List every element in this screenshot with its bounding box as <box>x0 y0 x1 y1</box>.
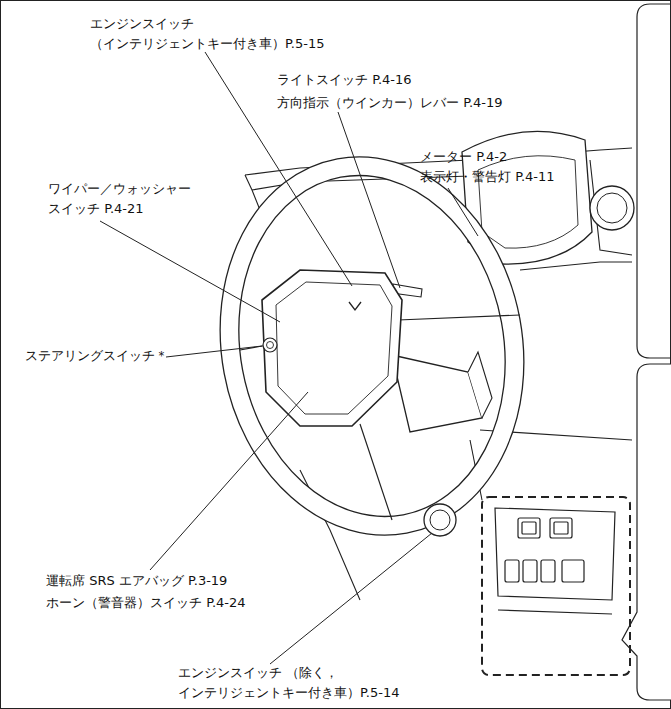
steering-switch-inner <box>267 342 274 349</box>
part-label: エンジンスイッチ （インテリジェントキー付き車）P.5-15 <box>90 14 380 54</box>
steering-switch <box>263 338 277 352</box>
part-label: 運転席 SRS エアバッグ P.3-19 <box>46 571 227 591</box>
steering-wheel <box>200 142 543 549</box>
part-label: ステアリングスイッチ＊ <box>25 346 168 366</box>
airbag-hub <box>262 270 402 426</box>
air-vent <box>590 186 634 230</box>
emblem <box>349 302 361 310</box>
airbag-pad <box>276 282 392 414</box>
part-label: ホーン（警音器）スイッチ P.4-24 <box>46 593 246 613</box>
part-label: ライトスイッチ P.4-16 <box>277 70 412 90</box>
air-vent-inner <box>597 193 627 223</box>
column-cover <box>468 352 492 418</box>
part-label: エンジンスイッチ （除く，インテリジェントキー付き車）P.5-14 <box>178 663 508 703</box>
part-label: ワイパー／ウォッシャー スイッチ P.4-21 <box>48 179 218 219</box>
engine-switch <box>424 504 456 536</box>
detail-area <box>482 497 630 675</box>
switch-panel <box>495 508 615 614</box>
part-label: 表示灯・警告灯 P.4-11 <box>420 167 555 187</box>
side-panel <box>637 4 671 358</box>
part-label: メーター P.4-2 <box>420 147 507 167</box>
engine-switch-inner <box>430 510 450 530</box>
steering-column <box>392 355 482 432</box>
part-label: 方向指示（ウインカー）レバー P.4-19 <box>277 93 503 113</box>
